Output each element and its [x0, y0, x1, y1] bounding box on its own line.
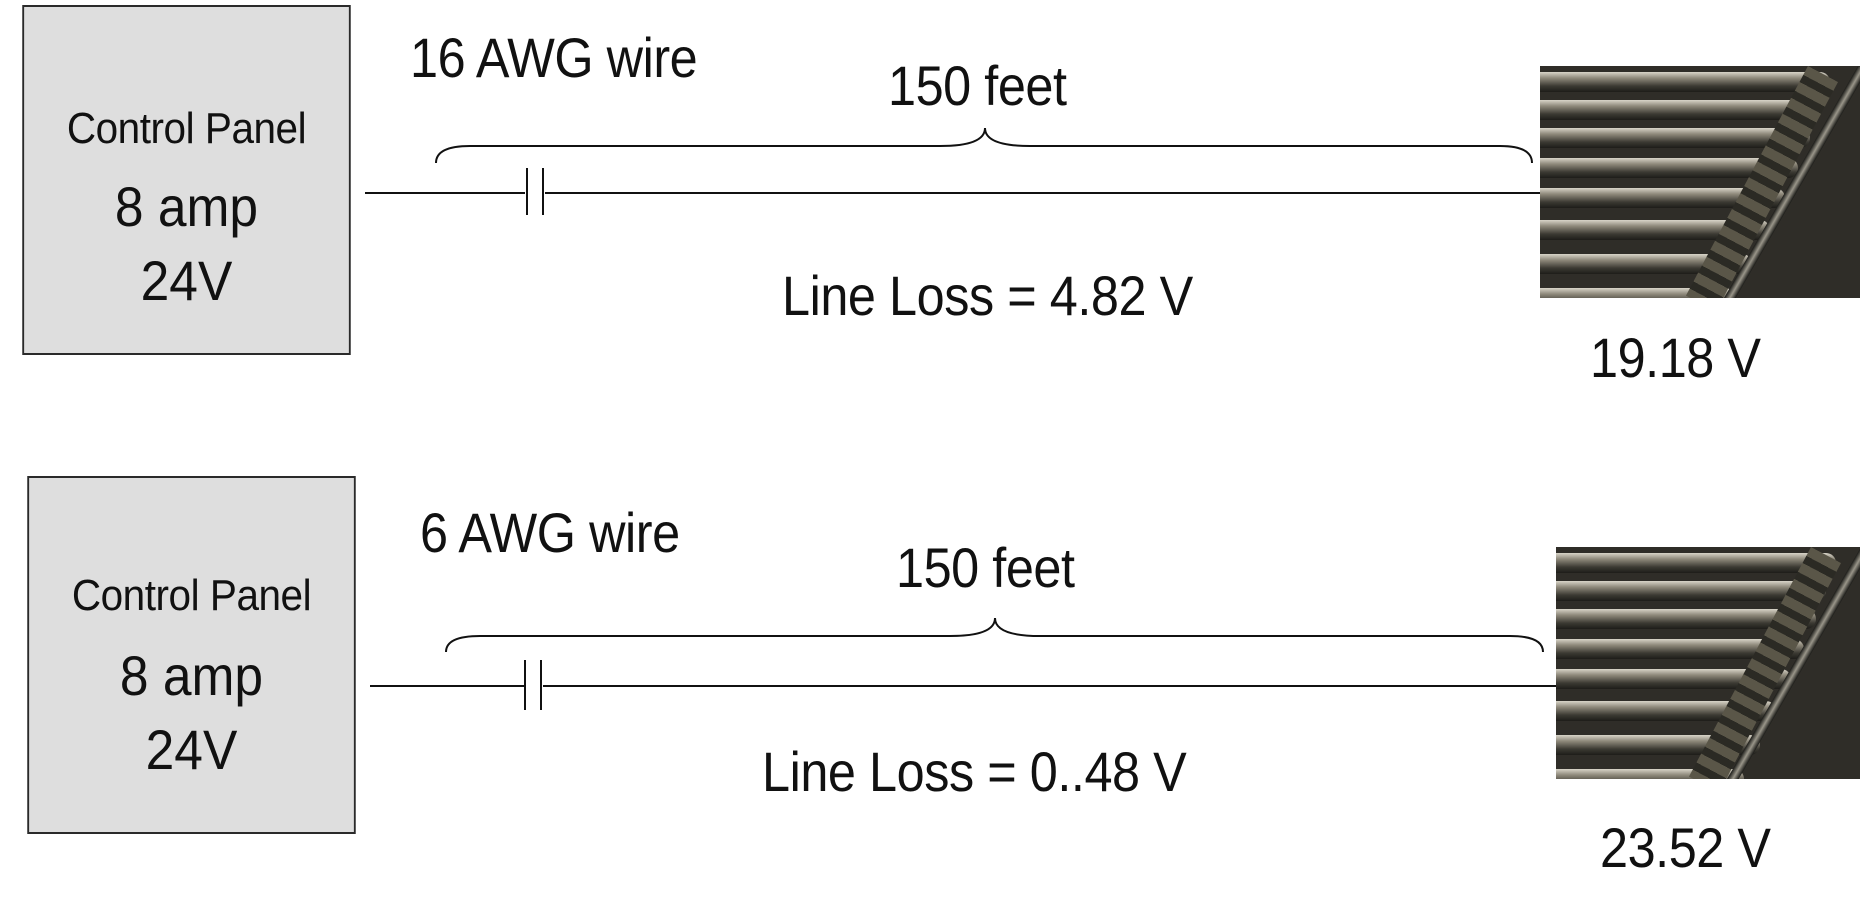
wire-length-label: 150 feet [888, 54, 1067, 117]
wire-length-label: 150 feet [896, 536, 1075, 599]
circuit-diagram-16awg: Control Panel 8 amp 24V 16 AWG wire 150 … [0, 0, 1860, 437]
panel-current-rating: 8 amp [119, 644, 264, 707]
load-voltage-label: 19.18 V [1590, 326, 1761, 389]
control-panel-title: Control Panel [71, 571, 312, 620]
wire-gauge-label: 16 AWG wire [410, 26, 698, 89]
line-loss-label: Line Loss = 0..48 V [762, 740, 1187, 803]
panel-current-rating: 8 amp [114, 175, 259, 238]
wire-gauge-label: 6 AWG wire [420, 501, 680, 564]
length-brace [435, 127, 1533, 164]
load-voltage-label: 23.52 V [1600, 816, 1771, 879]
panel-voltage-rating: 24V [140, 249, 233, 312]
circuit-diagram-6awg: Control Panel 8 amp 24V 6 AWG wire 150 f… [0, 470, 1860, 907]
panel-voltage-rating: 24V [145, 718, 238, 781]
roller-conveyor-image [1540, 66, 1860, 298]
roller-conveyor-image [1556, 547, 1860, 779]
length-brace [445, 617, 1544, 653]
control-panel-box: Control Panel 8 amp 24V [22, 5, 351, 355]
wire-schematic [365, 127, 1540, 215]
control-panel-title: Control Panel [66, 104, 307, 153]
control-panel-box: Control Panel 8 amp 24V [27, 476, 356, 834]
wire-schematic [370, 617, 1556, 710]
line-loss-label: Line Loss = 4.82 V [782, 264, 1193, 327]
